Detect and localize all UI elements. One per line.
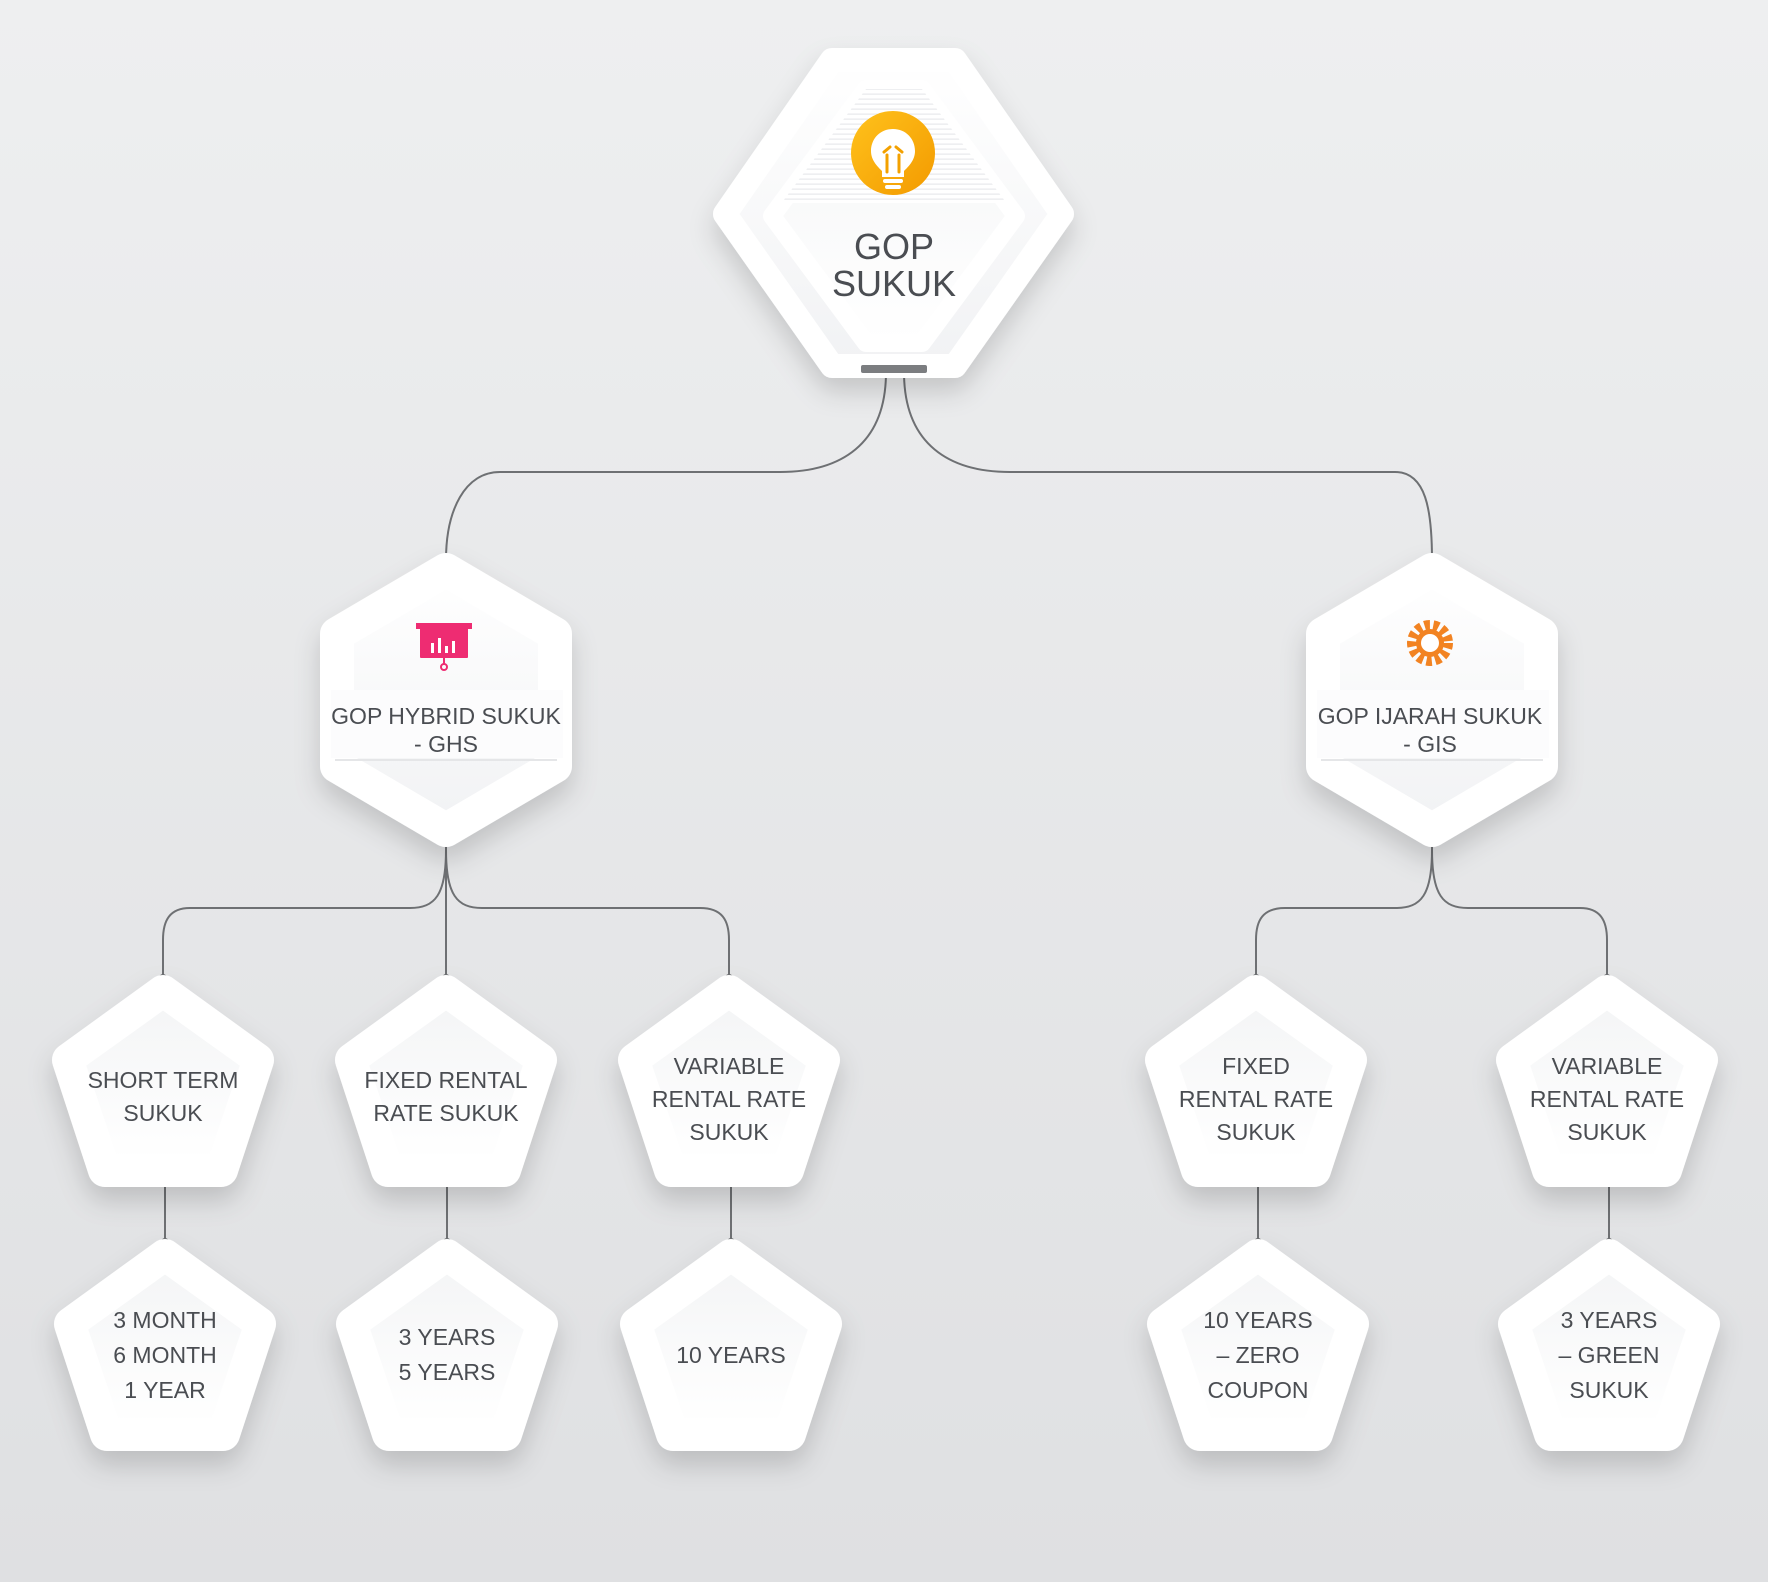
leaf-node-gis-fixed-rental-rate-sukuk: FIXED RENTAL RATE SUKUK: [1145, 975, 1367, 1187]
tenor-node-fixed-rental-line-2: 5 YEARS: [399, 1359, 496, 1385]
root-node-connector-plate: [861, 365, 927, 373]
connector-root-to-ghs: [445, 371, 887, 561]
branch-node-gop-hybrid-sukuk: GOP HYBRID SUKUK - GHS: [320, 553, 572, 847]
tenor-node-gis-fixed-line-1: 10 YEARS: [1203, 1307, 1313, 1333]
branch-node-gis-label-line-2: - GIS: [1403, 731, 1457, 757]
leaf-node-gis-variable-rental-rate-sukuk: VARIABLE RENTAL RATE SUKUK: [1496, 975, 1718, 1187]
leaf-node-fixed-rental-rate-sukuk: FIXED RENTAL RATE SUKUK: [335, 975, 557, 1187]
root-node-label-line-1: GOP: [854, 226, 934, 267]
branch-node-ghs-label-line-1: GOP HYBRID SUKUK: [331, 703, 561, 729]
leaf-node-gis-variable-label-line-3: SUKUK: [1567, 1119, 1647, 1145]
connector-ghs-to-short-term: [162, 849, 447, 978]
tenor-node-gis-fixed: 10 YEARS – ZERO COUPON: [1147, 1239, 1369, 1451]
tenor-node-short-term-line-1: 3 MONTH: [113, 1307, 217, 1333]
leaf-node-short-term-label-line-1: SHORT TERM: [88, 1067, 239, 1093]
tenor-node-variable-rental-line-1: 10 YEARS: [676, 1342, 786, 1368]
leaf-node-short-term-sukuk: SHORT TERM SUKUK: [52, 975, 274, 1187]
leaf-node-short-term-label-line-2: SUKUK: [123, 1100, 203, 1126]
leaf-node-variable-rental-label-line-2: RENTAL RATE: [652, 1086, 806, 1112]
connector-ghs-to-variable: [445, 849, 730, 978]
tenor-node-gis-variable: 3 YEARS – GREEN SUKUK: [1498, 1239, 1720, 1451]
connector-root-to-gis: [903, 371, 1433, 561]
gear-icon: [1407, 620, 1453, 666]
leaf-node-variable-rental-rate-sukuk: VARIABLE RENTAL RATE SUKUK: [618, 975, 840, 1187]
leaf-node-gis-fixed-label-line-3: SUKUK: [1216, 1119, 1296, 1145]
leaf-node-fixed-rental-label-line-1: FIXED RENTAL: [364, 1067, 527, 1093]
tenor-node-short-term: 3 MONTH 6 MONTH 1 YEAR: [54, 1239, 276, 1451]
leaf-node-gis-variable-label-line-1: VARIABLE: [1552, 1053, 1663, 1079]
tenor-node-short-term-line-3: 1 YEAR: [124, 1377, 205, 1403]
leaf-node-gis-fixed-label-line-1: FIXED: [1222, 1053, 1290, 1079]
leaf-node-variable-rental-label-line-3: SUKUK: [689, 1119, 769, 1145]
leaf-node-fixed-rental-label-line-2: RATE SUKUK: [373, 1100, 519, 1126]
tenor-node-gis-fixed-line-3: COUPON: [1208, 1377, 1309, 1403]
branch-node-gis-label-line-1: GOP IJARAH SUKUK: [1318, 703, 1543, 729]
branch-node-ghs-label-band: [331, 690, 563, 758]
presentation-board-icon: [416, 623, 472, 671]
tenor-node-gis-fixed-line-2: – ZERO: [1216, 1342, 1299, 1368]
connector-gis-to-fixed: [1255, 849, 1433, 978]
connector-gis-to-variable: [1431, 849, 1608, 978]
root-node-gop-sukuk: GOP SUKUK: [713, 48, 1074, 378]
lightbulb-icon: [851, 111, 935, 195]
leaf-node-gis-variable-label-line-2: RENTAL RATE: [1530, 1086, 1684, 1112]
leaf-node-gis-fixed-label-line-2: RENTAL RATE: [1179, 1086, 1333, 1112]
tenor-node-gis-variable-line-3: SUKUK: [1569, 1377, 1649, 1403]
tenor-node-fixed-rental: 3 YEARS 5 YEARS: [336, 1239, 558, 1451]
branch-node-ghs-label-line-2: - GHS: [414, 731, 478, 757]
tenor-node-short-term-line-2: 6 MONTH: [113, 1342, 217, 1368]
tenor-node-fixed-rental-line-1: 3 YEARS: [399, 1324, 496, 1350]
branch-node-gis-label-band: [1317, 690, 1549, 758]
tenor-node-gis-variable-line-1: 3 YEARS: [1561, 1307, 1658, 1333]
tenor-node-variable-rental: 10 YEARS: [620, 1239, 842, 1451]
branch-node-gop-ijarah-sukuk: GOP IJARAH SUKUK - GIS: [1306, 553, 1558, 847]
tenor-node-gis-variable-line-2: – GREEN: [1559, 1342, 1660, 1368]
leaf-node-variable-rental-label-line-1: VARIABLE: [674, 1053, 785, 1079]
root-node-label-line-2: SUKUK: [832, 263, 956, 304]
